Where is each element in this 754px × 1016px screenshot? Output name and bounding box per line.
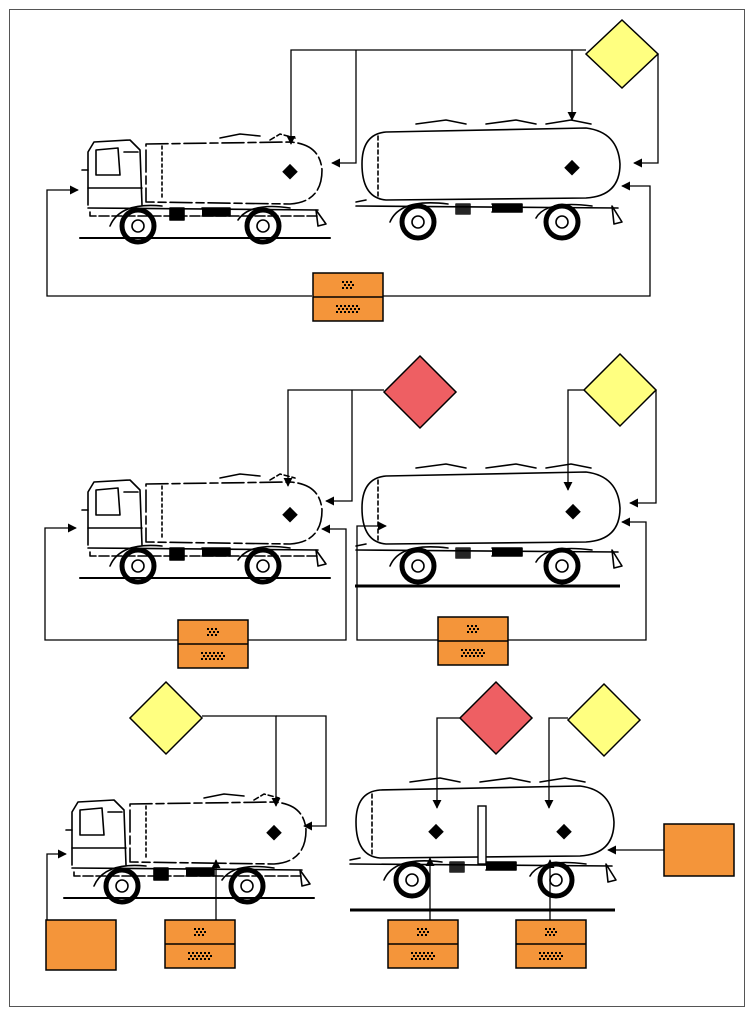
scenario-1 [46, 18, 660, 322]
leader-line [356, 521, 438, 641]
orange-plate-icon [387, 919, 459, 969]
orange-plate-blank-icon [45, 919, 117, 971]
leader-line [276, 715, 327, 831]
truck-vehicle-icon [80, 474, 330, 582]
leader-line [248, 524, 347, 641]
compartment-marker-icon [565, 503, 581, 520]
hazard-diamond-icon [584, 18, 660, 90]
compartment-marker-icon [266, 824, 282, 841]
trailer-vehicle-icon [356, 464, 622, 582]
leader-line [283, 389, 384, 487]
scenario-3 [45, 680, 735, 971]
hazard-diamond-icon [582, 352, 658, 428]
leader-line [544, 717, 568, 809]
leader-line [202, 715, 281, 807]
leader-line [46, 185, 312, 297]
orange-plate-icon [177, 619, 249, 669]
hazard-diamond-icon [128, 680, 204, 756]
orange-plate-icon [164, 919, 236, 969]
compartment-marker-icon [282, 506, 298, 523]
compartment-marker-icon [428, 823, 444, 840]
leader-line [629, 390, 657, 508]
compartment-divider [477, 805, 487, 865]
leader-line [44, 523, 178, 641]
truck-vehicle-icon [80, 134, 330, 242]
leader-line [508, 517, 647, 641]
page-frame [9, 9, 745, 1007]
orange-plate-icon [312, 272, 384, 322]
scenario-2 [44, 352, 658, 669]
trailer-vehicle-icon [356, 120, 622, 238]
leader-line [382, 181, 651, 297]
leader-line [432, 717, 460, 809]
leader-line [633, 54, 659, 168]
leader-line [46, 849, 67, 920]
leader-line [563, 389, 584, 491]
leader-line [325, 390, 353, 506]
orange-plate-blank-icon [663, 823, 735, 877]
orange-plate-icon [437, 616, 509, 666]
hazard-diamond-icon [382, 354, 458, 430]
leader-line [331, 50, 357, 168]
orange-plate-icon [515, 919, 587, 969]
leader-line [286, 49, 586, 145]
hazard-diamond-icon [458, 680, 534, 756]
compartment-marker-icon [564, 159, 580, 176]
truck-vehicle-icon [64, 794, 314, 902]
hazard-diamond-icon [566, 682, 642, 758]
compartment-marker-icon [282, 163, 298, 180]
compartment-marker-icon [556, 823, 572, 840]
